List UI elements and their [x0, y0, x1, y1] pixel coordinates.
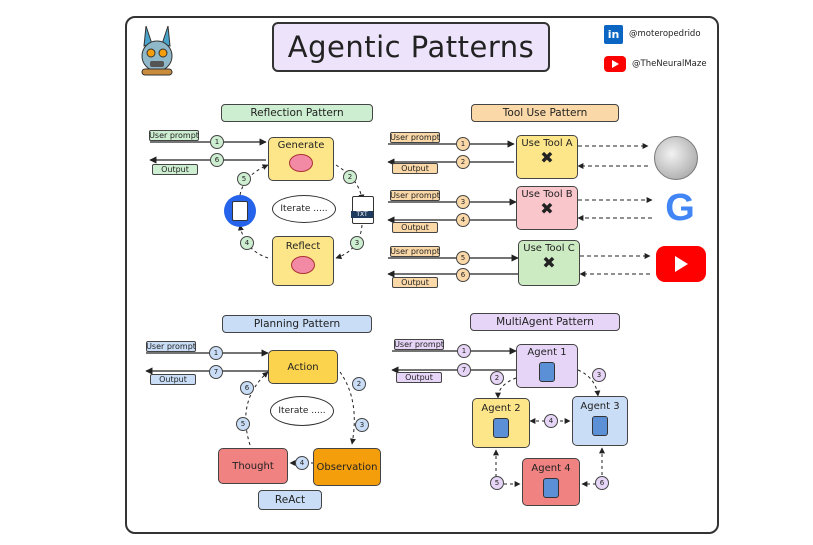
- action-label: Action: [287, 361, 319, 373]
- thought-node: Thought: [218, 448, 288, 484]
- tool-a-user-prompt: User prompt: [390, 132, 440, 143]
- multiagent-step-2: 2: [490, 371, 504, 385]
- tool-a-output: Output: [392, 163, 438, 174]
- agent1-to-agent3: [577, 369, 601, 397]
- robot-icon: [543, 478, 559, 498]
- wrench-icon: ✖: [540, 199, 554, 218]
- use-tool-c-node: Use Tool C ✖: [518, 240, 580, 286]
- planning-step-1: 1: [209, 346, 223, 360]
- multiagent-output: Output: [396, 372, 442, 383]
- reflection-output: Output: [152, 164, 198, 175]
- tool-b-user-prompt: User prompt: [390, 190, 440, 201]
- tool-step-4: 4: [456, 213, 470, 227]
- wrench-icon: ✖: [540, 148, 554, 167]
- observation-node: Observation: [313, 448, 381, 486]
- agent-1-node: Agent 1: [516, 344, 578, 388]
- multiagent-step-1: 1: [457, 344, 471, 358]
- observation-label: Observation: [316, 461, 378, 473]
- agent-2-label: Agent 2: [481, 403, 521, 414]
- planning-step-3: 3: [355, 418, 369, 432]
- multiagent-step-7: 7: [457, 363, 471, 377]
- thought-label: Thought: [232, 460, 274, 472]
- reflection-step-1: 1: [210, 135, 224, 149]
- page-title: Agentic Patterns: [272, 22, 550, 72]
- linkedin-link[interactable]: in @moteropedrido: [604, 24, 701, 44]
- wikipedia-icon: [654, 136, 698, 180]
- reflection-step-6: 6: [210, 153, 224, 167]
- tool-c-user-prompt: User prompt: [390, 246, 440, 257]
- multiagent-step-6: 6: [595, 476, 609, 490]
- multiagent-step-5: 5: [490, 476, 504, 490]
- multiagent-step-3: 3: [592, 368, 606, 382]
- agent-3-label: Agent 3: [580, 401, 620, 412]
- planning-step-7: 7: [209, 365, 223, 379]
- txt-label: TXT: [351, 211, 373, 218]
- tool-b-output: Output: [392, 222, 438, 233]
- linkedin-handle: @moteropedrido: [629, 29, 701, 39]
- use-tool-b-node: Use Tool B ✖: [516, 186, 578, 230]
- youtube-handle: @TheNeuralMaze: [632, 59, 707, 69]
- tool-step-3: 3: [456, 195, 470, 209]
- agent2-to-agent4: [493, 449, 521, 487]
- reflection-step-5: 5: [237, 172, 251, 186]
- reflection-title: Reflection Pattern: [221, 104, 373, 122]
- reflection-step-4: 4: [240, 236, 254, 250]
- tool-use-title: Tool Use Pattern: [471, 104, 619, 122]
- neural-maze-logo: [136, 24, 178, 76]
- agent-2-node: Agent 2: [472, 398, 530, 448]
- agent-4-node: Agent 4: [522, 458, 580, 506]
- google-icon: G: [665, 187, 695, 229]
- planning-iterate-loop: Iterate .....: [270, 396, 334, 426]
- planning-output: Output: [150, 374, 196, 385]
- reflection-iterate-loop: Iterate .....: [272, 195, 336, 223]
- robot-icon: [592, 416, 608, 436]
- generate-node: Generate: [268, 137, 334, 181]
- generate-label: Generate: [277, 140, 325, 151]
- brain-icon: [289, 154, 313, 172]
- robot-icon: [539, 362, 555, 382]
- planning-step-6: 6: [240, 381, 254, 395]
- txt-file-icon: TXT: [351, 196, 374, 224]
- robot-icon: [493, 418, 509, 438]
- youtube-icon: [604, 56, 626, 72]
- youtube-icon: [656, 246, 706, 282]
- reflection-step-2: 2: [343, 170, 357, 184]
- agent-3-node: Agent 3: [572, 396, 628, 446]
- tool-c-output: Output: [392, 277, 438, 288]
- multiagent-step-4: 4: [544, 414, 558, 428]
- react-badge: ReAct: [258, 490, 322, 510]
- wrench-icon: ✖: [542, 253, 556, 272]
- action-node: Action: [268, 350, 338, 384]
- tool-step-2: 2: [456, 155, 470, 169]
- use-tool-a-label: Use Tool A: [521, 138, 573, 149]
- reflect-label: Reflect: [285, 241, 321, 252]
- agent-1-label: Agent 1: [527, 347, 567, 358]
- tool-step-5: 5: [456, 251, 470, 265]
- multiagent-user-prompt: User prompt: [394, 339, 444, 350]
- poster-frame: [125, 16, 719, 534]
- planning-step-4: 4: [295, 456, 309, 470]
- reflection-step-3: 3: [350, 236, 364, 250]
- youtube-link[interactable]: @TheNeuralMaze: [604, 54, 707, 74]
- linkedin-icon: in: [604, 24, 623, 44]
- agent1-to-agent2: [495, 377, 517, 399]
- use-tool-b-label: Use Tool B: [521, 189, 573, 200]
- tool-step-1: 1: [456, 137, 470, 151]
- planning-step-5: 5: [236, 417, 250, 431]
- planning-title: Planning Pattern: [222, 315, 372, 333]
- use-tool-c-label: Use Tool C: [523, 243, 575, 254]
- brain-icon: [291, 256, 315, 274]
- planning-action-to-observation: [339, 371, 356, 445]
- agent-4-label: Agent 4: [531, 463, 571, 474]
- reflection-user-prompt: User prompt: [149, 130, 199, 141]
- reflect-node: Reflect: [272, 236, 334, 286]
- planning-user-prompt: User prompt: [146, 341, 196, 352]
- tool-step-6: 6: [456, 268, 470, 282]
- multiagent-title: MultiAgent Pattern: [470, 313, 620, 331]
- use-tool-a-node: Use Tool A ✖: [516, 135, 578, 179]
- planning-step-2: 2: [352, 377, 366, 391]
- clipboard-check-icon: [224, 195, 256, 227]
